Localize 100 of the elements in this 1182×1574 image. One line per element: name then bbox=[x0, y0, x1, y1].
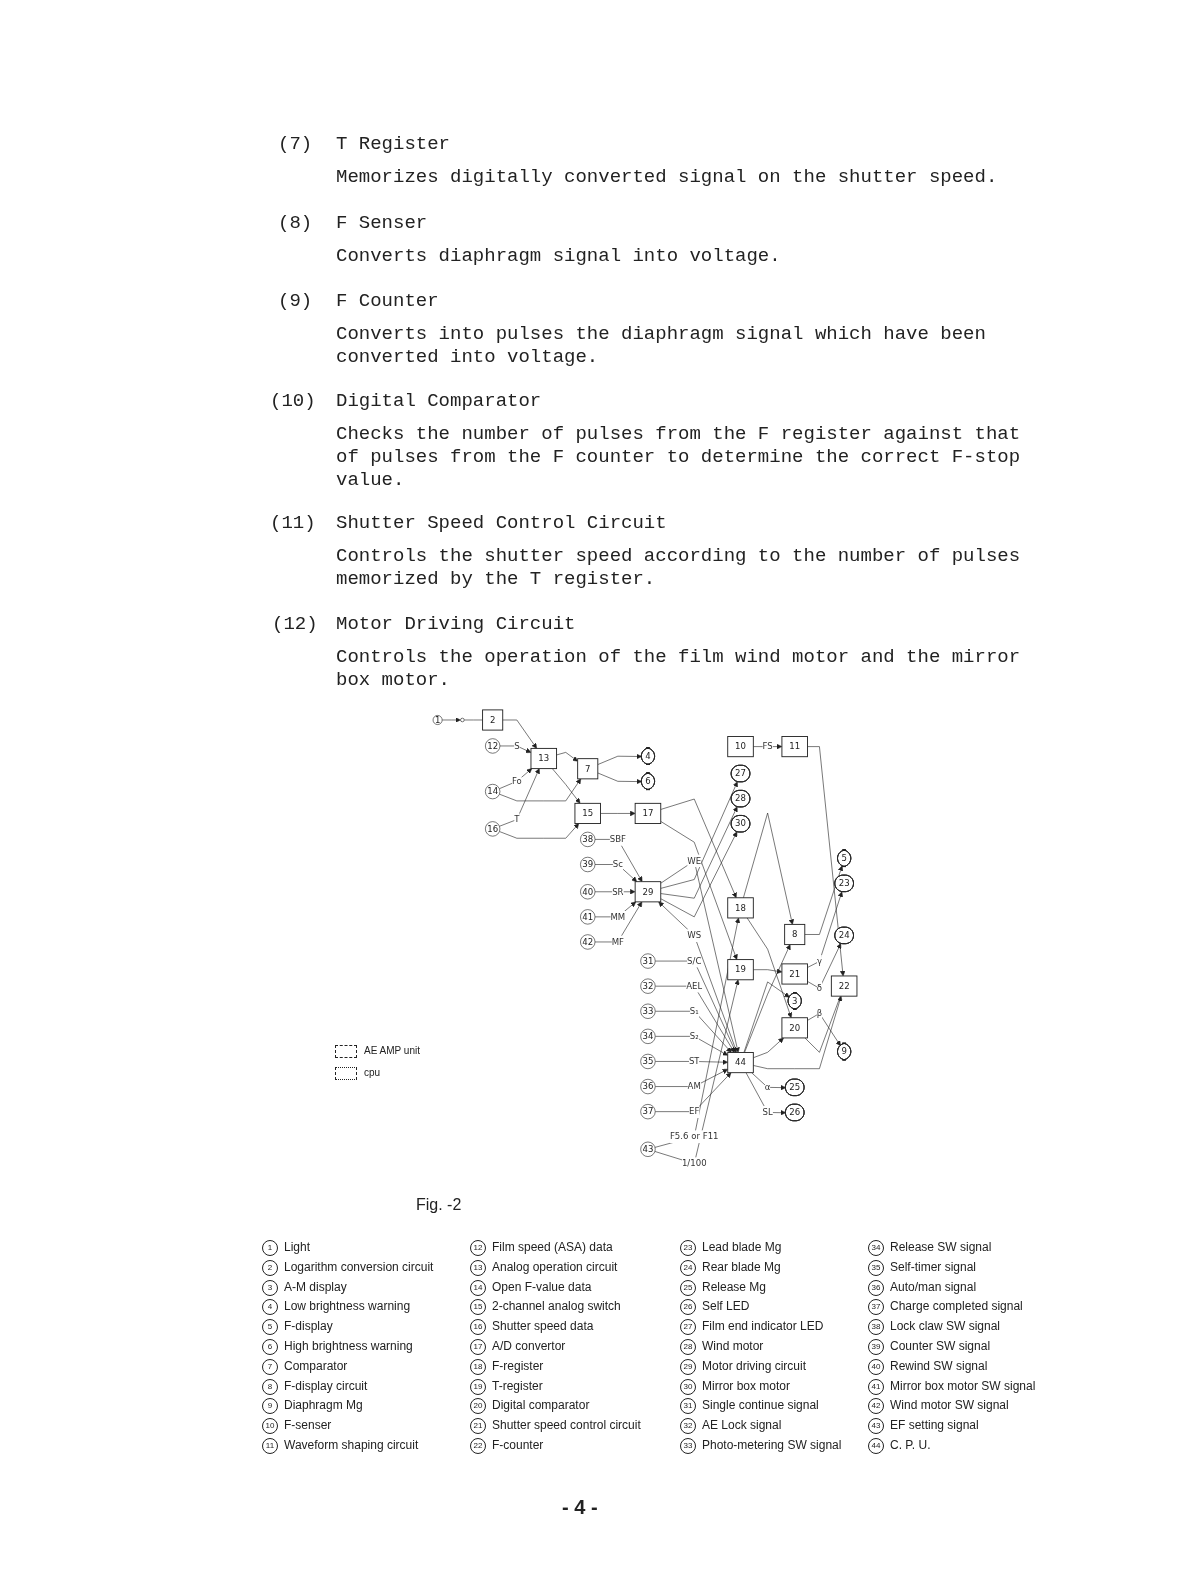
edge-label: SL bbox=[762, 1107, 773, 1118]
node-circle: 1 bbox=[432, 715, 443, 725]
section-number: (9) bbox=[278, 290, 313, 313]
key-text: Wind motor SW signal bbox=[890, 1398, 1009, 1413]
figure-caption: Fig. -2 bbox=[416, 1196, 462, 1214]
edge-label: S bbox=[514, 740, 520, 751]
key-text: AE Lock signal bbox=[702, 1418, 782, 1433]
node-circle: 41 bbox=[580, 909, 596, 925]
edge-label: Sc bbox=[612, 859, 623, 870]
edge-label: WS bbox=[687, 930, 702, 941]
key-text: Logarithm conversion circuit bbox=[284, 1259, 434, 1274]
body-text: Controls the shutter speed according to the number of pulses memorized by the T register. bbox=[336, 545, 1022, 591]
section-number: (8) bbox=[278, 212, 313, 235]
body-text: Controls the operation of the film wind motor and the mirror box motor. bbox=[336, 646, 1022, 692]
node-box: 8 bbox=[784, 923, 806, 946]
body-text: Memorizes digitally converted signal on the shutter speed. bbox=[336, 166, 999, 189]
key-text: Rear blade Mg bbox=[702, 1259, 781, 1274]
edge-label: MF bbox=[611, 936, 625, 947]
body-text: Converts into pulses the diaphragm signal which have been converted into voltage. bbox=[336, 323, 987, 369]
connector bbox=[463, 719, 483, 721]
section-heading: F Counter bbox=[336, 290, 439, 313]
key-text: Lead blade Mg bbox=[702, 1240, 782, 1254]
key-text: Analog operation circuit bbox=[492, 1259, 618, 1274]
node-circle: 39 bbox=[580, 856, 596, 873]
node-circle: 14 bbox=[485, 783, 501, 800]
edge-label: SR bbox=[612, 886, 624, 897]
legend-text: AE AMP unit bbox=[364, 1045, 420, 1056]
node-box: 17 bbox=[634, 802, 662, 824]
node-circle: 35 bbox=[640, 1053, 656, 1070]
section-number: (12) bbox=[272, 613, 318, 636]
key-text: 2-channel analog switch bbox=[492, 1299, 621, 1314]
key-text: Photo-metering SW signal bbox=[702, 1438, 842, 1452]
key-text: Film speed (ASA) data bbox=[492, 1240, 613, 1254]
key-text: Wind motor bbox=[702, 1339, 764, 1353]
edge-label: F5.6 or F11 bbox=[669, 1131, 719, 1142]
key-text: High brightness warning bbox=[284, 1339, 413, 1353]
edge-label: S₂ bbox=[689, 1031, 699, 1041]
node-box: 10 bbox=[727, 736, 754, 758]
key-text: F-counter bbox=[492, 1438, 544, 1452]
key-text: F-display bbox=[284, 1319, 333, 1334]
key-text: Mirror box motor bbox=[702, 1378, 790, 1393]
node-circle: 37 bbox=[640, 1104, 656, 1120]
key-text: T-register bbox=[492, 1378, 543, 1393]
key-text: Waveform shaping circuit bbox=[284, 1438, 419, 1452]
section-number: (11) bbox=[270, 512, 316, 535]
node-box: 19 bbox=[727, 959, 754, 981]
node-box: 13 bbox=[530, 747, 558, 770]
key-text: Lock claw SW signal bbox=[890, 1319, 1001, 1334]
key-text: Charge completed signal bbox=[890, 1299, 1023, 1314]
section-number: (10) bbox=[270, 390, 316, 413]
key-text: EF setting signal bbox=[890, 1418, 979, 1433]
node-circle: 40 bbox=[580, 884, 596, 900]
node-box: 29 bbox=[634, 881, 662, 903]
edge-label: AM bbox=[687, 1081, 701, 1092]
edge-label: S/C bbox=[687, 955, 702, 966]
edge-label: T bbox=[514, 814, 520, 825]
node-circle: 36 bbox=[640, 1078, 656, 1095]
edge-label: SBF bbox=[609, 834, 626, 844]
node-box: 44 bbox=[727, 1052, 754, 1074]
key-text: Mirror box motor SW signal bbox=[890, 1378, 1036, 1393]
node-circle: 31 bbox=[640, 953, 656, 969]
node-box: 11 bbox=[781, 736, 808, 758]
edge-label: α bbox=[764, 1082, 771, 1092]
section-heading: Digital Comparator bbox=[336, 390, 542, 413]
section-heading: Motor Driving Circuit bbox=[336, 613, 576, 636]
key-text: Motor driving circuit bbox=[702, 1358, 807, 1373]
key-text: F-register bbox=[492, 1358, 544, 1373]
node-circle bbox=[460, 717, 465, 723]
key-text: Comparator bbox=[284, 1358, 348, 1373]
key-text: Shutter speed control circuit bbox=[492, 1418, 641, 1433]
page-number: - 4 - bbox=[562, 1496, 598, 1519]
node-box: 18 bbox=[727, 897, 754, 919]
key-text: Rewind SW signal bbox=[890, 1358, 988, 1373]
edge-label: 1/100 bbox=[681, 1158, 707, 1169]
key-text: Single continue signal bbox=[702, 1398, 819, 1413]
node-box: 22 bbox=[830, 975, 858, 997]
key-text: Digital comparator bbox=[492, 1398, 590, 1413]
body-text: Checks the number of pulses from the F register against that of pulses from the F counter to determine the correct F-stop value. bbox=[336, 423, 1022, 492]
key-text: F-senser bbox=[284, 1418, 332, 1433]
edge-label: γ bbox=[816, 956, 822, 967]
edge-label: FS bbox=[762, 741, 773, 752]
key-text: A/D convertor bbox=[492, 1339, 566, 1353]
node-circle: 34 bbox=[640, 1028, 656, 1044]
node-circle: 12 bbox=[485, 738, 501, 754]
section-heading: F Senser bbox=[336, 212, 428, 235]
edge-label: β bbox=[816, 1008, 823, 1019]
node-circle: 43 bbox=[640, 1141, 656, 1157]
key-text: Film end indicator LED bbox=[702, 1319, 824, 1334]
body-text: Converts diaphragm signal into voltage. bbox=[336, 245, 782, 268]
edge-label: WE bbox=[687, 855, 702, 866]
edge-label: δ bbox=[816, 983, 823, 993]
edge-label: ST bbox=[688, 1056, 700, 1067]
node-box: 21 bbox=[781, 963, 808, 985]
key-text: Auto/man signal bbox=[890, 1279, 977, 1294]
key-text: Counter SW signal bbox=[890, 1339, 991, 1353]
section-heading: Shutter Speed Control Circuit bbox=[336, 512, 667, 535]
key-text: Self-timer signal bbox=[890, 1259, 977, 1274]
key-text: F-display circuit bbox=[284, 1378, 368, 1393]
node-circle: 32 bbox=[640, 978, 656, 994]
node-circle: 42 bbox=[580, 934, 596, 950]
